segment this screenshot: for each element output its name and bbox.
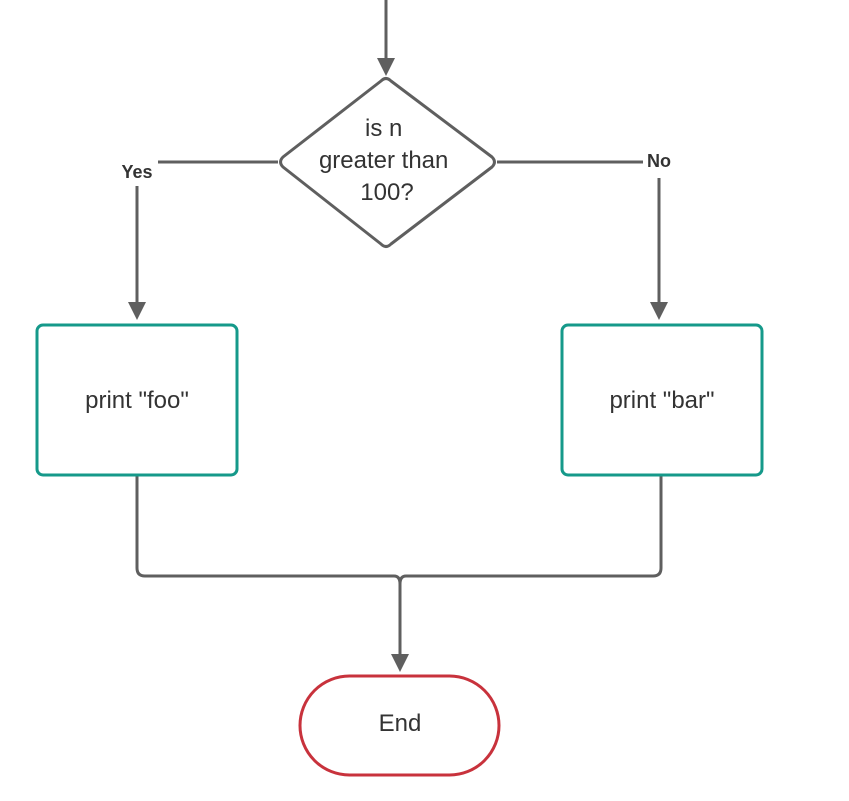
yes-edge-label: Yes [121,162,152,182]
process-node-foo: print "foo" [35,323,239,477]
edge-merge-to-end [135,476,663,672]
no-arrowhead [650,302,668,320]
decision-text-line-1: is n [365,115,402,142]
right-to-end-connector [406,476,663,578]
merge-drop-connector-curve [398,574,407,585]
terminal-node-end: End [298,674,501,777]
decision-text-line-3: 100? [360,179,413,206]
end-arrowhead [391,654,409,672]
edge-yes: Yes [121,160,278,320]
decision-text-line-2: greater than [319,147,448,174]
terminal-shape-end [298,674,501,777]
process-box-foo [35,323,239,477]
no-edge-label: No [647,151,671,171]
decision-text: is n greater than 100? [319,115,455,206]
edge-incoming [377,0,395,76]
process-node-bar: print "bar" [560,323,764,477]
decision-diamond [279,77,496,248]
terminal-label-end: End [379,710,422,737]
yes-arrowhead [128,302,146,320]
edge-no: No [497,151,671,320]
process-box-bar [560,323,764,477]
process-label-bar: print "bar" [609,387,714,414]
incoming-arrowhead [377,58,395,76]
decision-node: is n greater than 100? [279,77,496,248]
left-to-end-connector [135,476,394,578]
merge-drop-connector [393,574,402,656]
process-label-foo: print "foo" [85,387,189,414]
